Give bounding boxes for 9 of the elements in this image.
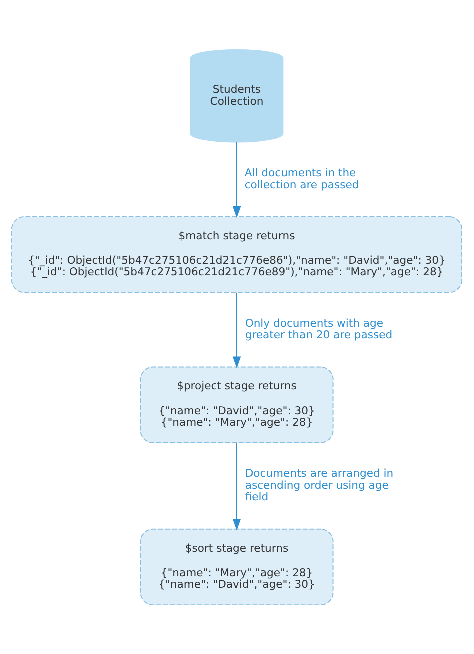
node-box: $match stage returns {"_id": ObjectId("5b47c275106c21d21c776e86"),"name": "David","age": 30} {"_id": ObjectId("5b47c275106c21d21c776e89"),"name": "Mary","age": 28}	[12, 216, 462, 293]
node-box: $sort stage returns {"name": "Mary","age": 28} {"name": "David","age": 30}	[140, 528, 334, 606]
arrow	[232, 292, 242, 368]
edge-label: Only documents with age greater than 20 are passed	[245, 316, 393, 342]
node-box: $project stage returns {"name": "David","age": 30} {"name": "Mary","age": 28}	[140, 366, 334, 443]
arrow	[232, 141, 242, 218]
edge-label: Documents are arranged in ascending order using age field	[245, 466, 394, 504]
edge-label: All documents in the collection are passed	[244, 166, 360, 191]
arrow	[232, 442, 242, 530]
